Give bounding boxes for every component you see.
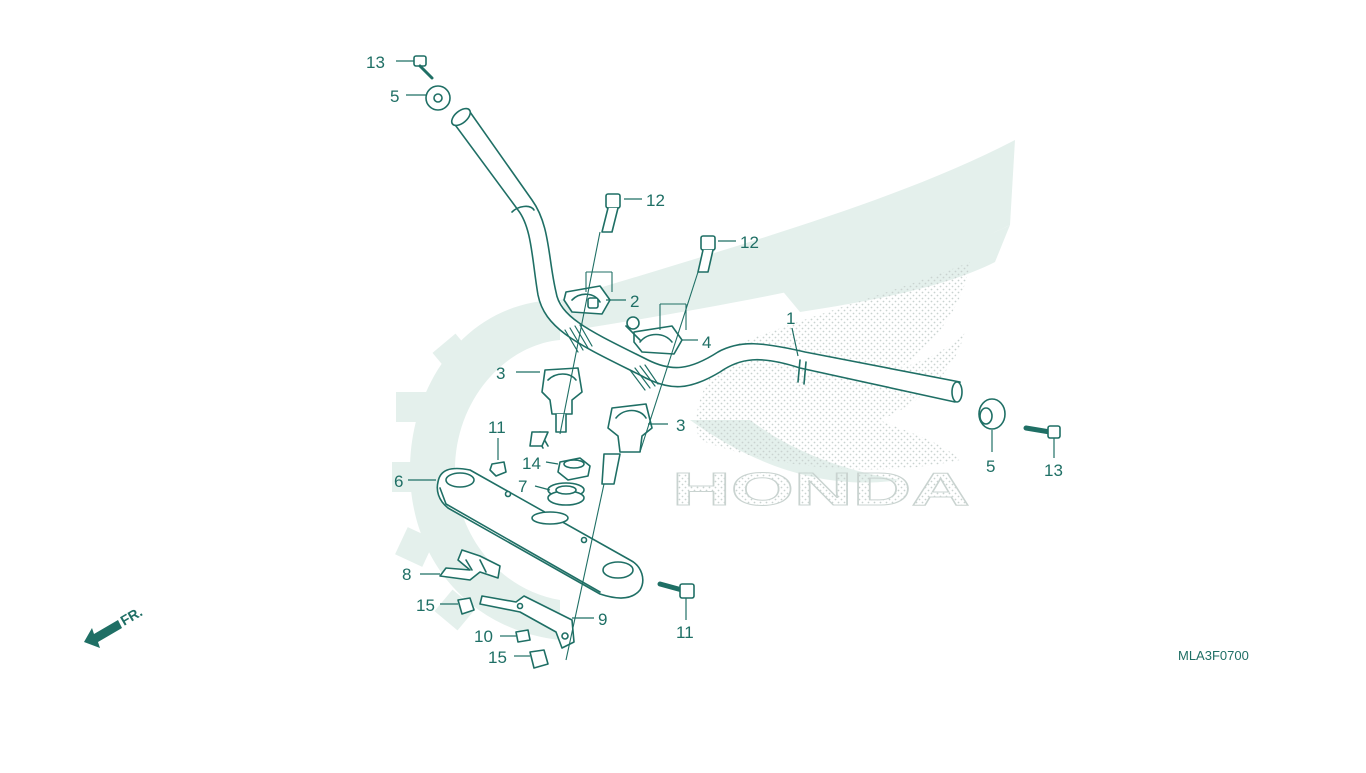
bolt-upper-left xyxy=(601,193,621,233)
handlebar-knurl xyxy=(564,324,593,353)
watermark-gear-tooth xyxy=(396,392,426,422)
diagram-code: MLA3F0700 xyxy=(1178,648,1249,663)
callout-5-upper: 5 xyxy=(390,87,399,106)
stem-nut xyxy=(557,457,591,481)
watermark-gear-tooth xyxy=(392,462,422,492)
bar-end-right xyxy=(978,398,1006,430)
callout-13-lower: 13 xyxy=(1044,461,1063,480)
front-label: FR. xyxy=(118,603,146,628)
watermark-gear-shape xyxy=(410,300,560,640)
handlebar xyxy=(450,107,963,403)
callout-13-upper: 13 xyxy=(366,53,385,72)
callout-11-left: 11 xyxy=(488,418,506,437)
bracket xyxy=(479,595,575,649)
callout-8: 8 xyxy=(402,565,411,584)
clip-nut-upper xyxy=(457,597,475,615)
watermark-gear-tooth xyxy=(432,333,474,375)
bar-end-left xyxy=(425,85,451,111)
handlebar-mark xyxy=(797,359,807,385)
callout-9: 9 xyxy=(598,610,607,629)
callout-3-right: 3 xyxy=(676,416,685,435)
callout-11-right: 11 xyxy=(676,623,694,642)
lower-holder-left xyxy=(529,367,583,449)
handlebar-right-end xyxy=(951,381,963,403)
nut-10 xyxy=(515,629,531,643)
washer xyxy=(547,482,585,506)
callout-2: 2 xyxy=(630,292,639,311)
callout-1: 1 xyxy=(786,309,795,328)
top-bridge xyxy=(436,467,644,599)
front-arrow-icon xyxy=(84,620,122,648)
bolt-upper-right xyxy=(697,235,716,273)
leader-lines xyxy=(396,60,1055,657)
callout-15-lower: 15 xyxy=(488,648,507,667)
watermark-brand-text: HONDA xyxy=(672,463,970,515)
cable-stay xyxy=(439,549,501,581)
callout-3-left: 3 xyxy=(496,364,505,383)
screw-right xyxy=(1023,425,1061,439)
screw-left xyxy=(413,55,434,80)
callout-5-lower: 5 xyxy=(986,457,995,476)
handlebar-knurl xyxy=(629,364,659,391)
callout-6: 6 xyxy=(394,472,403,491)
callout-labels: 13 5 12 12 2 4 1 3 3 11 14 7 6 5 13 11 8… xyxy=(366,53,1063,667)
watermark-wing-feather xyxy=(780,225,1010,312)
upper-holder-right xyxy=(625,316,683,355)
lower-holder-right xyxy=(601,403,653,485)
watermark-gear-tooth xyxy=(395,527,435,567)
watermark-gear-tooth xyxy=(434,589,476,631)
handlebar-bend-mark xyxy=(511,205,535,213)
callout-12-right: 12 xyxy=(740,233,759,252)
assembly-lines xyxy=(559,231,699,661)
watermark-wing-feather xyxy=(560,140,1015,330)
callout-4: 4 xyxy=(702,333,711,352)
callout-12-left: 12 xyxy=(646,191,665,210)
clip-nut-lower xyxy=(529,649,549,669)
bolt-lower-right xyxy=(657,581,695,599)
callout-15-upper: 15 xyxy=(416,596,435,615)
nut-small-left xyxy=(489,461,507,477)
callout-7: 7 xyxy=(518,477,527,496)
callout-10: 10 xyxy=(474,627,493,646)
callout-14: 14 xyxy=(522,454,541,473)
handlebar-left-end xyxy=(450,107,472,127)
front-indicator: FR. xyxy=(84,603,145,648)
